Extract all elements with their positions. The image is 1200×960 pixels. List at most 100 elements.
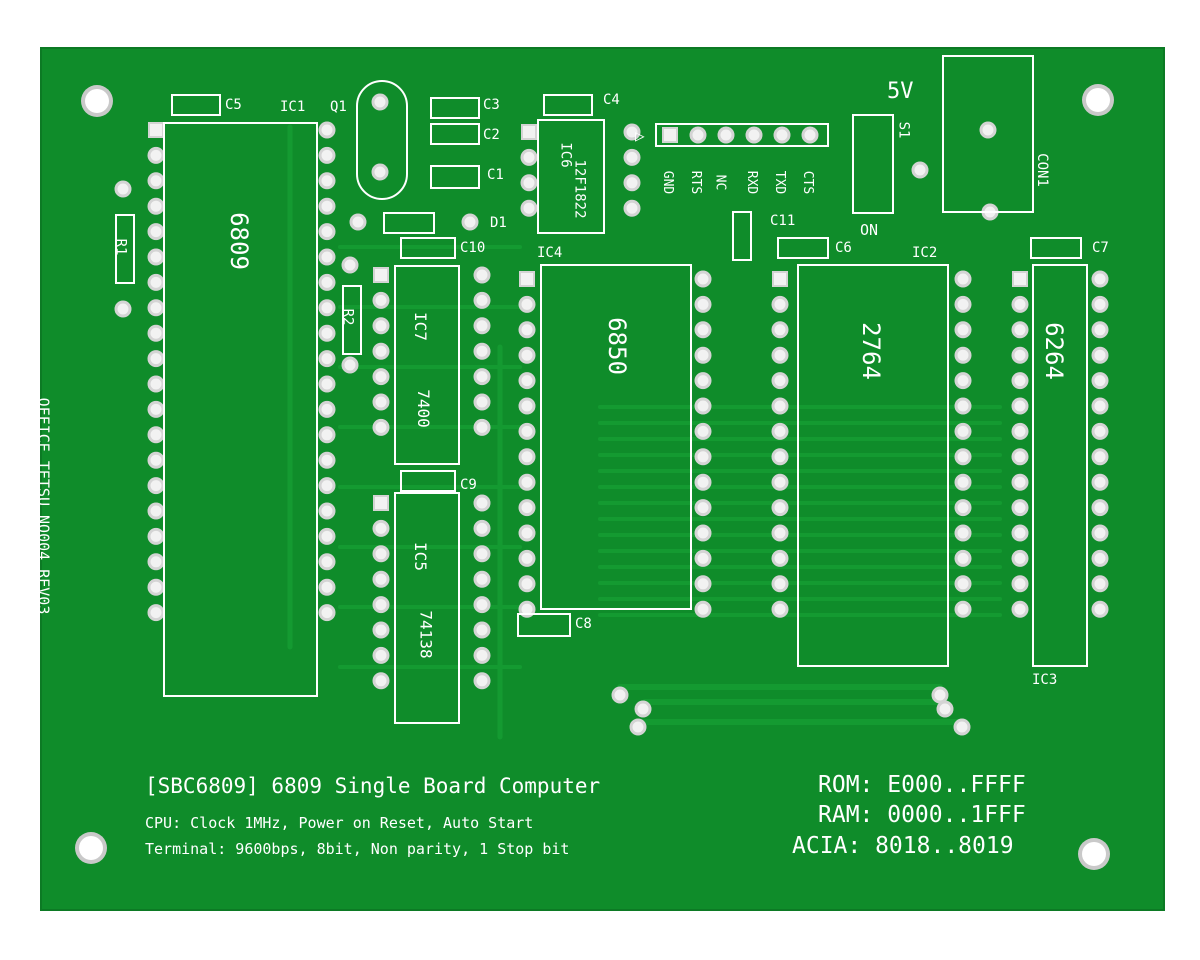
ic1-outline: [163, 122, 318, 697]
ic1-pin: [147, 248, 165, 266]
c11-ref: C11: [770, 213, 796, 229]
ic1-ref: IC1: [280, 99, 306, 115]
c7-ref: C7: [1092, 240, 1109, 256]
ic5-outline: [394, 492, 460, 724]
ic4-pin: [518, 473, 536, 491]
ic6-pin: [521, 124, 537, 140]
ic2-pin: [771, 448, 789, 466]
vendor-mark: OFFICE TETSU NO004 REV03: [34, 397, 53, 615]
ic3-pin: [1011, 346, 1029, 364]
ic4-pin: [694, 524, 712, 542]
ic5-pin: [372, 646, 390, 664]
c4-ref: C4: [603, 92, 620, 108]
ic6-part: 12F1822: [571, 159, 588, 219]
ic3-pin: [1091, 422, 1109, 440]
ic1-pin: [147, 604, 165, 622]
ic4-pin: [518, 499, 536, 517]
header-pin1-marker: ▷: [635, 126, 645, 145]
c5-capacitor-outline: [171, 94, 221, 116]
ic2-pin: [771, 346, 789, 364]
ic4-pin: [694, 448, 712, 466]
ic5-pin: [372, 621, 390, 639]
d1-diode-outline: [383, 212, 435, 234]
component-pad: [341, 356, 359, 374]
power-label: 5V: [887, 79, 914, 104]
ic1-pin: [318, 299, 336, 317]
ic3-pin: [1091, 524, 1109, 542]
ic5-pin: [372, 570, 390, 588]
header-pin-label-nc: NC: [712, 174, 728, 191]
ic3-pin: [1011, 372, 1029, 390]
ic1-pin: [147, 451, 165, 469]
ic2-pin: [771, 295, 789, 313]
power-switch-outline: [852, 114, 894, 214]
r2-ref: R2: [339, 308, 356, 326]
ic7-outline: [394, 265, 460, 465]
c10-capacitor-outline: [400, 237, 456, 259]
ic3-pin: [1011, 473, 1029, 491]
mounting-hole-bottom-right: [1082, 842, 1106, 866]
ic1-pin: [147, 146, 165, 164]
ic3-pin: [1091, 295, 1109, 313]
ic1-pin: [318, 451, 336, 469]
ic2-pin: [771, 321, 789, 339]
ic2-pin: [954, 473, 972, 491]
ic3-pin: [1091, 397, 1109, 415]
ic4-pin: [518, 524, 536, 542]
header-pin-label-rts: RTS: [688, 170, 704, 195]
ic1-pin: [147, 553, 165, 571]
ic2-pin: [954, 575, 972, 593]
ic7-pin: [473, 393, 491, 411]
ic1-part: 6809: [224, 212, 253, 270]
ic1-pin: [147, 273, 165, 291]
ic3-part: 6264: [1039, 322, 1068, 380]
ic1-pin: [318, 578, 336, 596]
ic2-pin: [771, 473, 789, 491]
c6-capacitor-outline: [777, 237, 829, 259]
ic7-pin: [473, 368, 491, 386]
ic7-pin: [373, 267, 389, 283]
via-pad: [629, 718, 647, 736]
ic1-pin: [147, 477, 165, 495]
ic1-pin: [147, 527, 165, 545]
ic2-ref: IC2: [912, 245, 938, 261]
ic2-pin: [954, 549, 972, 567]
c9-ref: C9: [460, 477, 477, 493]
component-pad: [114, 300, 132, 318]
ic2-pin: [954, 270, 972, 288]
c8-ref: C8: [575, 616, 592, 632]
ic1-pin: [147, 197, 165, 215]
ic3-pin: [1011, 549, 1029, 567]
ic3-ref: IC3: [1032, 672, 1058, 688]
ic7-pin: [372, 317, 390, 335]
ic3-pin: [1011, 600, 1029, 618]
ic5-pin: [473, 519, 491, 537]
ic1-pin: [147, 375, 165, 393]
c5-ref: C5: [225, 97, 242, 113]
ic1-pin: [318, 248, 336, 266]
ic3-pin: [1011, 499, 1029, 517]
ic5-pin: [473, 596, 491, 614]
ic5-pin: [372, 672, 390, 690]
ic1-pin: [147, 502, 165, 520]
ic4-pin: [518, 422, 536, 440]
ic2-pin: [771, 397, 789, 415]
r2-resistor-outline: [342, 285, 362, 355]
c3-capacitor-outline: [430, 97, 480, 119]
acia-range: ACIA: 8018..8019: [792, 833, 1014, 859]
r1-ref: R1: [112, 238, 129, 256]
ic5-ref: IC5: [410, 542, 430, 571]
ic6-pin: [520, 148, 538, 166]
pcb-board: IC1 6809 IC7 7400 IC5 74138 IC4 6850 IC2…: [34, 47, 1165, 911]
component-pad: [911, 161, 929, 179]
ic1-pin: [147, 350, 165, 368]
ic4-pin: [518, 575, 536, 593]
ic1-pin: [148, 122, 164, 138]
ic2-pin: [954, 397, 972, 415]
ic4-pin: [694, 600, 712, 618]
header-pin: [717, 126, 735, 144]
ram-range: RAM: 0000..1FFF: [818, 802, 1026, 828]
ic4-ref: IC4: [537, 245, 563, 261]
ic4-pin: [519, 271, 535, 287]
ic3-pin: [1011, 397, 1029, 415]
